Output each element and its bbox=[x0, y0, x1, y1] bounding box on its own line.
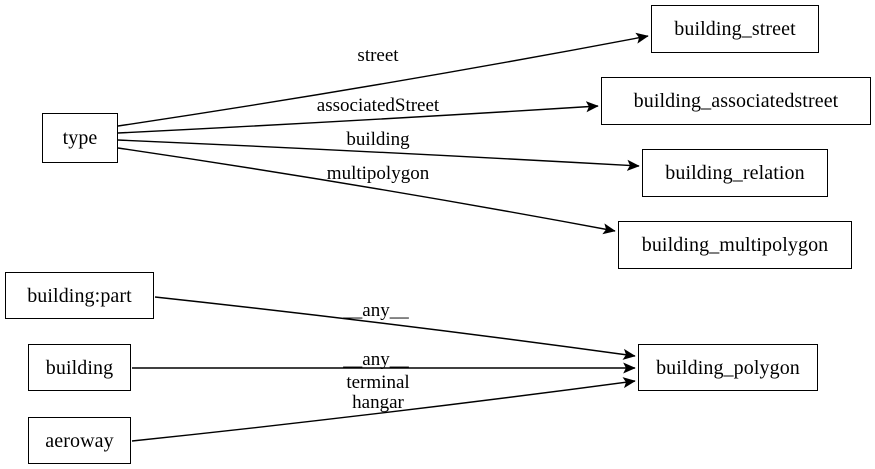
node-label: building:part bbox=[27, 284, 132, 307]
edge-e3 bbox=[117, 139, 640, 171]
node-label: type bbox=[62, 127, 98, 149]
edge-e2 bbox=[117, 101, 599, 134]
node-label: building_street bbox=[674, 18, 796, 40]
edge-e7 bbox=[131, 377, 636, 442]
edge-e5 bbox=[154, 296, 636, 360]
edge-label-e3: building bbox=[346, 128, 410, 150]
node-label: building_associatedstreet bbox=[633, 90, 839, 112]
edge-e1 bbox=[117, 32, 649, 127]
node-aeroway[interactable]: aeroway bbox=[28, 417, 131, 464]
node-label: building_multipolygon bbox=[641, 234, 829, 256]
node-label: building_relation bbox=[665, 162, 805, 184]
edge-lines bbox=[117, 32, 649, 442]
edge-label-e1: street bbox=[357, 44, 399, 66]
node-label: aeroway bbox=[45, 429, 114, 452]
node-building_associatedstreet[interactable]: building_associatedstreet bbox=[601, 77, 871, 125]
node-building_relation[interactable]: building_relation bbox=[642, 149, 828, 197]
node-type[interactable]: type bbox=[42, 113, 118, 163]
node-building[interactable]: building bbox=[28, 344, 131, 391]
edge-label-e5: __any__ bbox=[343, 299, 409, 321]
node-building_street[interactable]: building_street bbox=[651, 5, 819, 53]
edge-e4 bbox=[117, 147, 616, 235]
edge-label-e6: __any__ bbox=[343, 348, 409, 370]
edge-label-e2: associatedStreet bbox=[316, 94, 440, 116]
node-building_multipolygon[interactable]: building_multipolygon bbox=[618, 221, 852, 269]
node-building_part[interactable]: building:part bbox=[5, 272, 154, 319]
node-building_polygon[interactable]: building_polygon bbox=[638, 344, 818, 391]
node-label: building_polygon bbox=[656, 356, 800, 379]
edge-label-e4: multipolygon bbox=[326, 162, 430, 184]
edge-label-e7: terminal hangar bbox=[346, 371, 410, 413]
node-label: building bbox=[45, 356, 114, 379]
